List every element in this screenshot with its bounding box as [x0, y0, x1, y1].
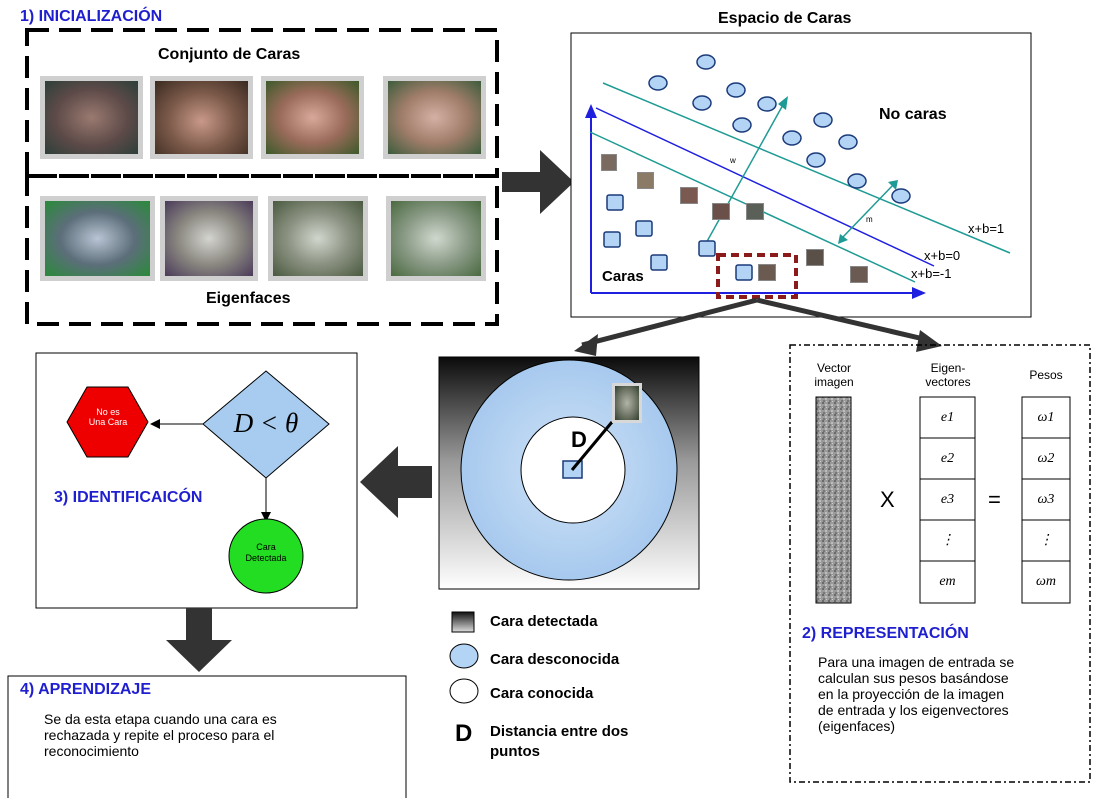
eigen-cells: e1 e2 e3 ⋮ em — [920, 397, 975, 603]
representation-box — [789, 344, 1091, 783]
arrow-init-to-space — [502, 150, 574, 214]
equals-symbol: = — [988, 487, 1001, 512]
eigenface-image-2 — [160, 196, 258, 281]
legend-known-icon — [449, 678, 479, 704]
face-square-points — [603, 194, 753, 281]
eigen-cell: em — [939, 574, 956, 589]
connector-right — [756, 297, 929, 343]
face-image-2 — [150, 76, 253, 159]
weight-cell: ω1 — [1037, 410, 1055, 425]
thumb-face — [850, 266, 868, 283]
thumb-face — [758, 264, 776, 281]
eigenface-image-4 — [386, 196, 486, 281]
eigen-cell: e3 — [940, 492, 955, 507]
connector-left — [581, 297, 758, 348]
distance-line — [570, 421, 614, 471]
representation-heading: 2) REPRESENTACIÓN — [802, 625, 969, 642]
eigenfaces-label: Eigenfaces — [206, 290, 291, 307]
detected-text: Cara Detectada — [245, 542, 287, 563]
non-face-points — [648, 54, 911, 204]
learning-heading: 4) APRENDIZAJE — [20, 681, 151, 698]
face-image-1 — [40, 76, 143, 159]
eigen-cell: e2 — [940, 451, 955, 466]
not-face-text: No es Una Cara — [88, 407, 128, 427]
legend-known-label: Cara conocida — [490, 685, 594, 702]
col-vector-header: Vector imagen — [814, 361, 854, 389]
legend-unknown-icon — [449, 643, 479, 669]
detected-face-thumb — [612, 383, 642, 423]
learning-text: Se da esta etapa cuando una cara es rech… — [44, 711, 277, 759]
no-faces-label: No caras — [879, 106, 947, 123]
m-label: m — [866, 215, 873, 224]
weight-cell: ω2 — [1037, 451, 1055, 466]
representation-text: Para una imagen de entrada se calculan s… — [818, 654, 1015, 734]
weight-cell: ωm — [1036, 574, 1056, 589]
legend-d-symbol: D — [455, 720, 473, 747]
face-space-title: Espacio de Caras — [718, 10, 852, 27]
col-weights-header: Pesos — [1029, 368, 1063, 382]
thumb-face — [806, 249, 824, 266]
eigen-cell: e1 — [940, 410, 955, 425]
weight-cell: ω3 — [1037, 492, 1055, 507]
times-symbol: X — [880, 487, 895, 512]
eigenface-image-3 — [268, 196, 368, 281]
line-zero-label: x+b=0 — [924, 248, 961, 263]
eigenfaces-dashed-box — [25, 174, 499, 326]
not-face-hexagon — [66, 386, 149, 458]
face-image-3 — [261, 76, 364, 159]
faces-label: Caras — [602, 268, 644, 285]
legend-distance-label: Distancia entre dos puntos — [490, 723, 629, 760]
thumb-face — [601, 154, 617, 171]
eigen-column — [919, 396, 976, 604]
weight-cell: ⋮ — [1039, 533, 1053, 548]
col-eigen-header: Eigen- vectores — [925, 361, 971, 389]
face-image-4 — [383, 76, 486, 159]
thumb-face — [637, 172, 654, 189]
line-pos — [602, 82, 1011, 254]
arrow-distance-to-id — [360, 446, 432, 518]
init-heading: 1) INICIALIZACIÓN — [20, 8, 163, 25]
faces-set-label: Conjunto de Caras — [158, 46, 301, 63]
w-arrow — [699, 102, 785, 255]
m-arrow — [841, 183, 895, 239]
image-vector — [815, 396, 852, 604]
identification-heading: 3) IDENTIFICAICÓN — [54, 489, 203, 506]
line-zero — [595, 107, 935, 267]
weights-column — [1021, 396, 1071, 604]
w-label: w — [730, 156, 736, 165]
thumb-face — [712, 203, 730, 220]
line-pos-label: x+b=1 — [968, 221, 1005, 236]
decision-formula: D < θ — [233, 408, 299, 438]
arrow-id-to-learning — [166, 608, 232, 672]
line-neg-label: x+b=-1 — [911, 266, 952, 281]
legend-unknown-label: Cara desconocida — [490, 651, 620, 668]
thumb-face — [680, 187, 698, 204]
learning-box — [7, 675, 407, 798]
eigen-cell: ⋮ — [940, 533, 955, 548]
weight-cells: ω1 ω2 ω3 ⋮ ωm — [1022, 397, 1070, 603]
selection-box — [716, 253, 798, 299]
thumb-face — [746, 203, 764, 220]
legend-detected-label: Cara detectada — [490, 613, 598, 630]
distance-d-label: D — [571, 427, 587, 452]
legend-detected-icon — [451, 611, 475, 633]
eigenface-image-1 — [40, 196, 155, 281]
detected-circle — [228, 518, 304, 594]
